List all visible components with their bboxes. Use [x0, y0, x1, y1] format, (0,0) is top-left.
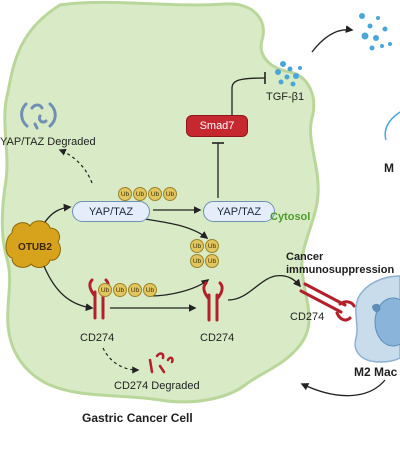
yap-taz-degraded-icon	[20, 102, 57, 130]
cd274-label-left: CD274	[80, 332, 115, 344]
tgf-secretion-arrow	[311, 25, 354, 53]
cd274-degraded-label: CD274 Degraded	[114, 380, 200, 392]
gastric-cancer-cell-label: Gastric Cancer Cell	[82, 411, 193, 425]
cancer-immunosuppression-line2: immunosuppression	[286, 264, 395, 276]
cancer-immunosuppression-line1: Cancer	[286, 251, 324, 263]
free-ubiquitin-2: Ub	[205, 239, 219, 253]
otub2-shape	[5, 220, 61, 268]
otub2-yap-arrow	[44, 203, 72, 223]
yap-degradation-arrow	[58, 148, 93, 184]
cd274-ubiquitin-4: Ub	[143, 283, 157, 297]
cd274-ubiquitin-1: Ub	[98, 283, 112, 297]
tgf-beta1-label: TGF-β1	[266, 91, 305, 103]
m2-organelle	[372, 303, 381, 313]
smad7-node: Smad7	[186, 115, 248, 137]
ubiquitin-4: Ub	[163, 187, 177, 201]
cytosol-label: Cytosol	[270, 211, 311, 223]
free-ubiquitin-3: Ub	[190, 254, 204, 268]
smad7-tgf-inhibition-line	[231, 77, 266, 126]
m2-macrophage-nucleus	[374, 297, 400, 347]
partial-m-label: M	[384, 161, 394, 175]
cd274-ubiquitin-2: Ub	[113, 283, 127, 297]
cd274-degraded-icon	[148, 352, 174, 374]
yap-taz-node-left: YAP/TAZ	[72, 201, 150, 222]
cd274-ubiquitin-chain: Ub Ub Ub Ub	[98, 283, 157, 297]
cd274-export-arrow	[227, 274, 301, 301]
free-ubiquitin-4: Ub	[205, 254, 219, 268]
ubiquitin-1: Ub	[118, 187, 132, 201]
cd274-ub-release-arrow	[149, 279, 210, 297]
yap-taz-degraded-label: YAP/TAZ Degraded	[0, 136, 96, 148]
ubiquitin-3: Ub	[148, 187, 162, 201]
macrophage-feedback-arrow	[300, 379, 386, 397]
otub2-cd274-arrow	[43, 265, 94, 312]
free-ubiquitin-cluster: Ub Ub Ub Ub	[190, 239, 219, 268]
secreted-tgf-dots	[359, 13, 392, 51]
ubiquitin-2: Ub	[133, 187, 147, 201]
otub2-label: OTUB2	[18, 241, 52, 253]
m2-macrophage-label: M2 Mac	[354, 365, 398, 379]
cd274-label-right: CD274	[290, 311, 325, 323]
cd274-label-mid: CD274	[200, 332, 235, 344]
yap-taz-node-right: YAP/TAZ	[203, 201, 275, 222]
cd274-extracellular	[299, 282, 356, 322]
cd274-ubiquitin-3: Ub	[128, 283, 142, 297]
gastric-cancer-cell-body	[0, 0, 320, 404]
free-ubiquitin-1: Ub	[190, 239, 204, 253]
yap-ubiquitin-chain: Ub Ub Ub Ub	[118, 187, 177, 201]
partial-macrophage-top-edge	[384, 111, 400, 141]
tgf-beta1-dots	[275, 61, 302, 87]
cd274-receptor-mid	[202, 281, 224, 322]
